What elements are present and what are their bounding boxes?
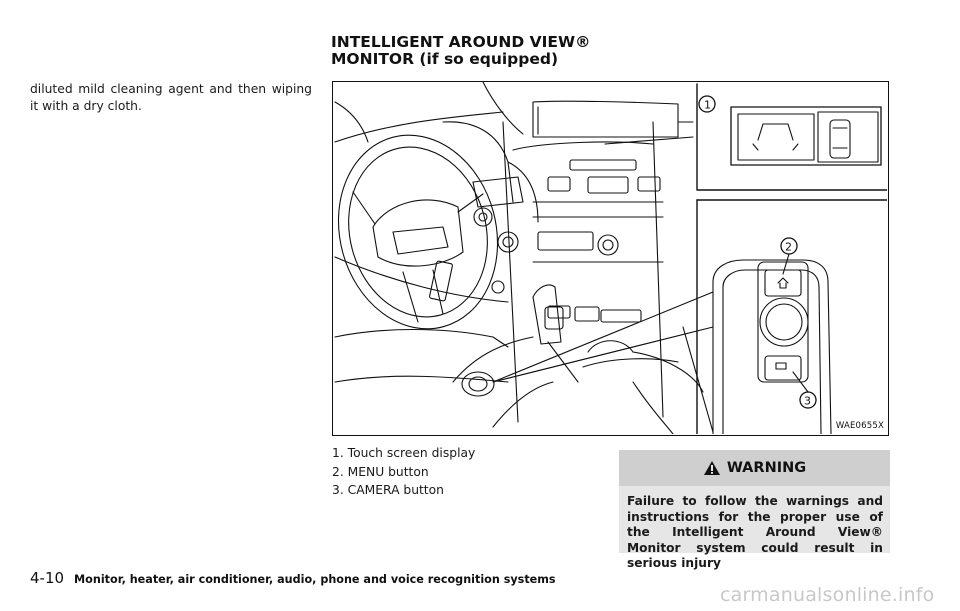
warning-triangle-icon <box>703 461 720 475</box>
list-item: 3. CAMERA button <box>332 483 444 497</box>
left-column-text: diluted mild cleaning agent and then wip… <box>30 82 312 113</box>
page-number: 4-10 <box>30 569 65 587</box>
callout-number-2: 2 <box>785 241 792 254</box>
dashboard-drawing: 1 2 3 <box>334 82 887 434</box>
figure-code: WAE0655X <box>835 421 884 431</box>
list-item: 1. Touch screen display <box>332 446 476 460</box>
callout-number-3: 3 <box>804 395 811 408</box>
callout-list: 1. Touch screen display 2. MENU button 3… <box>332 444 602 500</box>
section-title-line-2: MONITOR (if so equipped) <box>331 50 559 68</box>
list-item: 2. MENU button <box>332 464 429 479</box>
dashboard-illustration: 1 2 3 WAE0655X <box>332 81 889 436</box>
warning-text: Failure to follow the warnings and instr… <box>627 494 883 570</box>
chapter-title: Monitor, heater, air conditioner, audio,… <box>74 573 556 586</box>
page-footer: 4-10 Monitor, heater, air conditioner, a… <box>30 569 556 587</box>
watermark: carmanualsonline.info <box>720 584 935 606</box>
section-title-line-1: INTELLIGENT AROUND VIEW® <box>331 33 591 51</box>
callout-number-1: 1 <box>704 99 711 112</box>
warning-title: WARNING <box>726 460 807 476</box>
warning-header: WARNING <box>619 450 890 486</box>
section-title: INTELLIGENT AROUND VIEW® MONITOR (if so … <box>331 34 811 68</box>
